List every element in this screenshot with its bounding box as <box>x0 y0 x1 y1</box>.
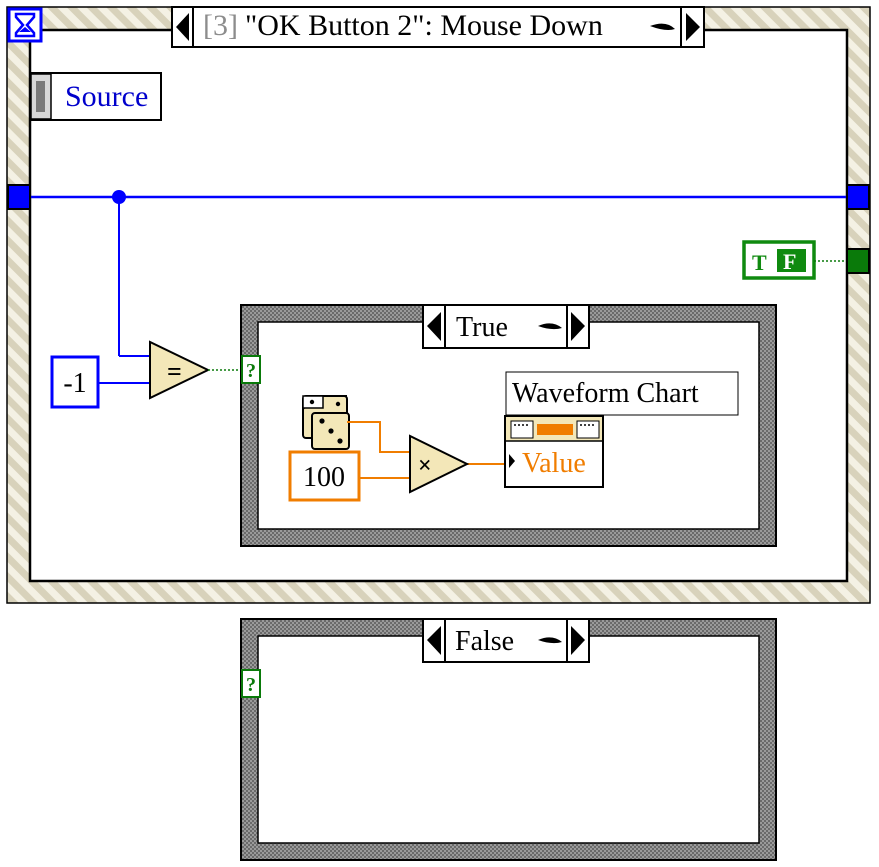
stop-tunnel[interactable] <box>846 248 870 274</box>
right-tunnel[interactable] <box>846 184 870 210</box>
orange-wires <box>347 421 505 479</box>
case-selector-false[interactable]: False <box>422 618 590 663</box>
boolean-value-label: F <box>783 249 796 274</box>
chart-value-label: Value <box>522 448 586 479</box>
selector-next-arrow[interactable] <box>680 6 705 48</box>
source-label: Source <box>65 80 148 113</box>
equal-symbol: = <box>167 357 182 386</box>
case-false-next-arrow[interactable] <box>566 618 590 663</box>
waveform-chart-terminal[interactable]: Value <box>504 415 604 488</box>
dice-icon[interactable] <box>302 395 350 450</box>
hourglass-icon[interactable] <box>7 7 43 43</box>
boolean-constant[interactable]: T F <box>742 240 816 280</box>
multiply-function[interactable]: × <box>409 434 470 494</box>
case-false-label: False <box>455 626 514 657</box>
case-terminal-true[interactable]: ? <box>241 355 261 384</box>
case-true-prev-arrow[interactable] <box>422 304 446 349</box>
event-selector[interactable]: [3] "OK Button 2": Mouse Down <box>171 6 705 48</box>
hundred-constant[interactable]: 100 <box>288 450 361 502</box>
blue-wire-main <box>30 190 847 357</box>
case-true-dropdown-icon[interactable] <box>538 323 562 330</box>
equal-function[interactable]: = <box>149 340 211 400</box>
case-structure-false <box>240 618 777 861</box>
case-selector-true[interactable]: True <box>422 304 590 349</box>
selector-dropdown-icon[interactable] <box>650 23 675 30</box>
hundred-value: 100 <box>303 462 345 493</box>
minus-one-value: -1 <box>63 368 86 399</box>
case-terminal-false[interactable]: ? <box>241 669 261 698</box>
waveform-chart-label-box: Waveform Chart <box>505 371 739 416</box>
case-false-dropdown-icon[interactable] <box>538 637 562 644</box>
case-terminal-false-label: ? <box>246 674 256 696</box>
svg-text:T: T <box>752 250 767 275</box>
event-selector-index: [3] <box>203 9 238 42</box>
case-false-prev-arrow[interactable] <box>422 618 446 663</box>
left-tunnel[interactable] <box>7 184 31 210</box>
case-true-next-arrow[interactable] <box>566 304 590 349</box>
selector-prev-arrow[interactable] <box>171 6 194 48</box>
minus-one-constant[interactable]: -1 <box>50 355 100 409</box>
event-data-node[interactable]: Source <box>29 72 162 121</box>
multiply-symbol: × <box>418 453 432 479</box>
case-terminal-true-label: ? <box>246 360 256 382</box>
case-true-label: True <box>456 312 508 343</box>
waveform-chart-label: Waveform Chart <box>512 378 699 409</box>
tf-boolean-icon: T F <box>752 249 806 275</box>
event-selector-label: "OK Button 2": Mouse Down <box>245 9 603 42</box>
